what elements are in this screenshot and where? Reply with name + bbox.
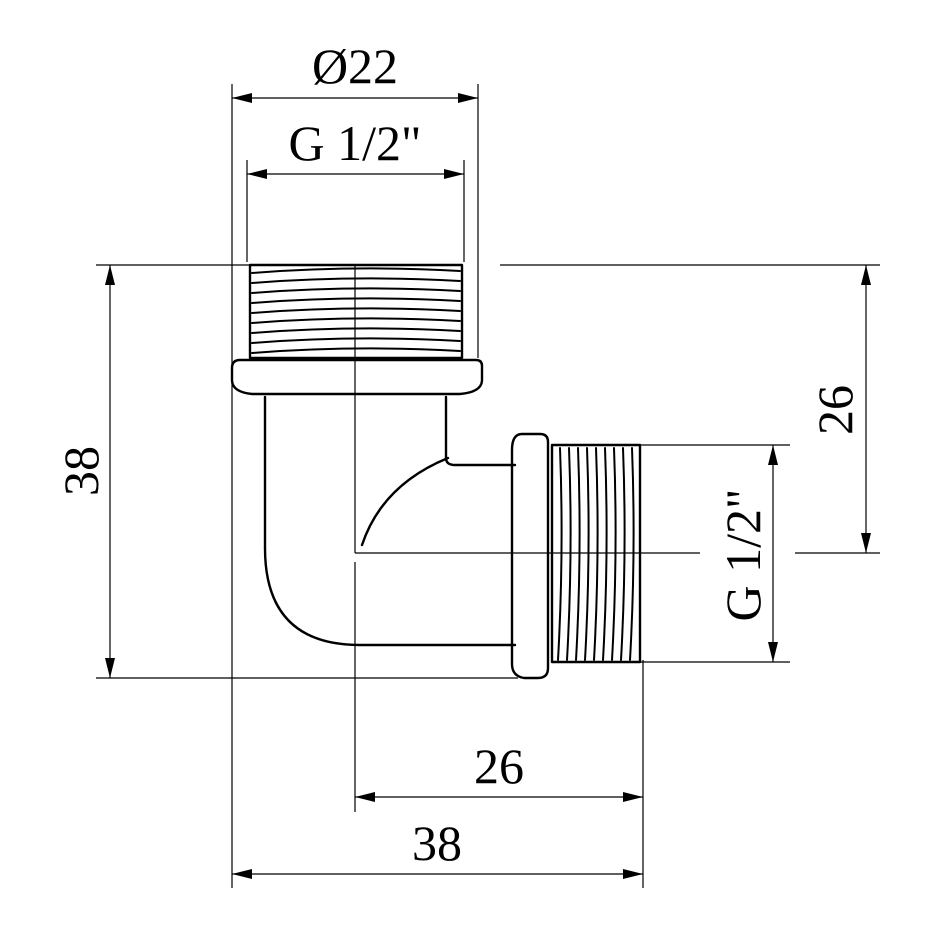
dim-text-diameter: Ø22 <box>312 38 398 94</box>
dim-text-bottom-inner: 26 <box>474 738 524 794</box>
dim-text-bottom-outer: 38 <box>412 815 462 871</box>
elbow-fitting <box>230 263 642 680</box>
dim-text-right-height: 26 <box>807 385 863 435</box>
dim-text-top-thread: G 1/2" <box>289 115 422 171</box>
dimension-lines <box>105 93 871 879</box>
dim-text-left-height: 38 <box>53 446 109 496</box>
dim-text-side-thread: G 1/2" <box>715 489 771 622</box>
side-threads <box>557 447 635 661</box>
top-threads <box>251 267 461 354</box>
center-lines <box>354 265 700 554</box>
extension-lines <box>96 84 880 888</box>
